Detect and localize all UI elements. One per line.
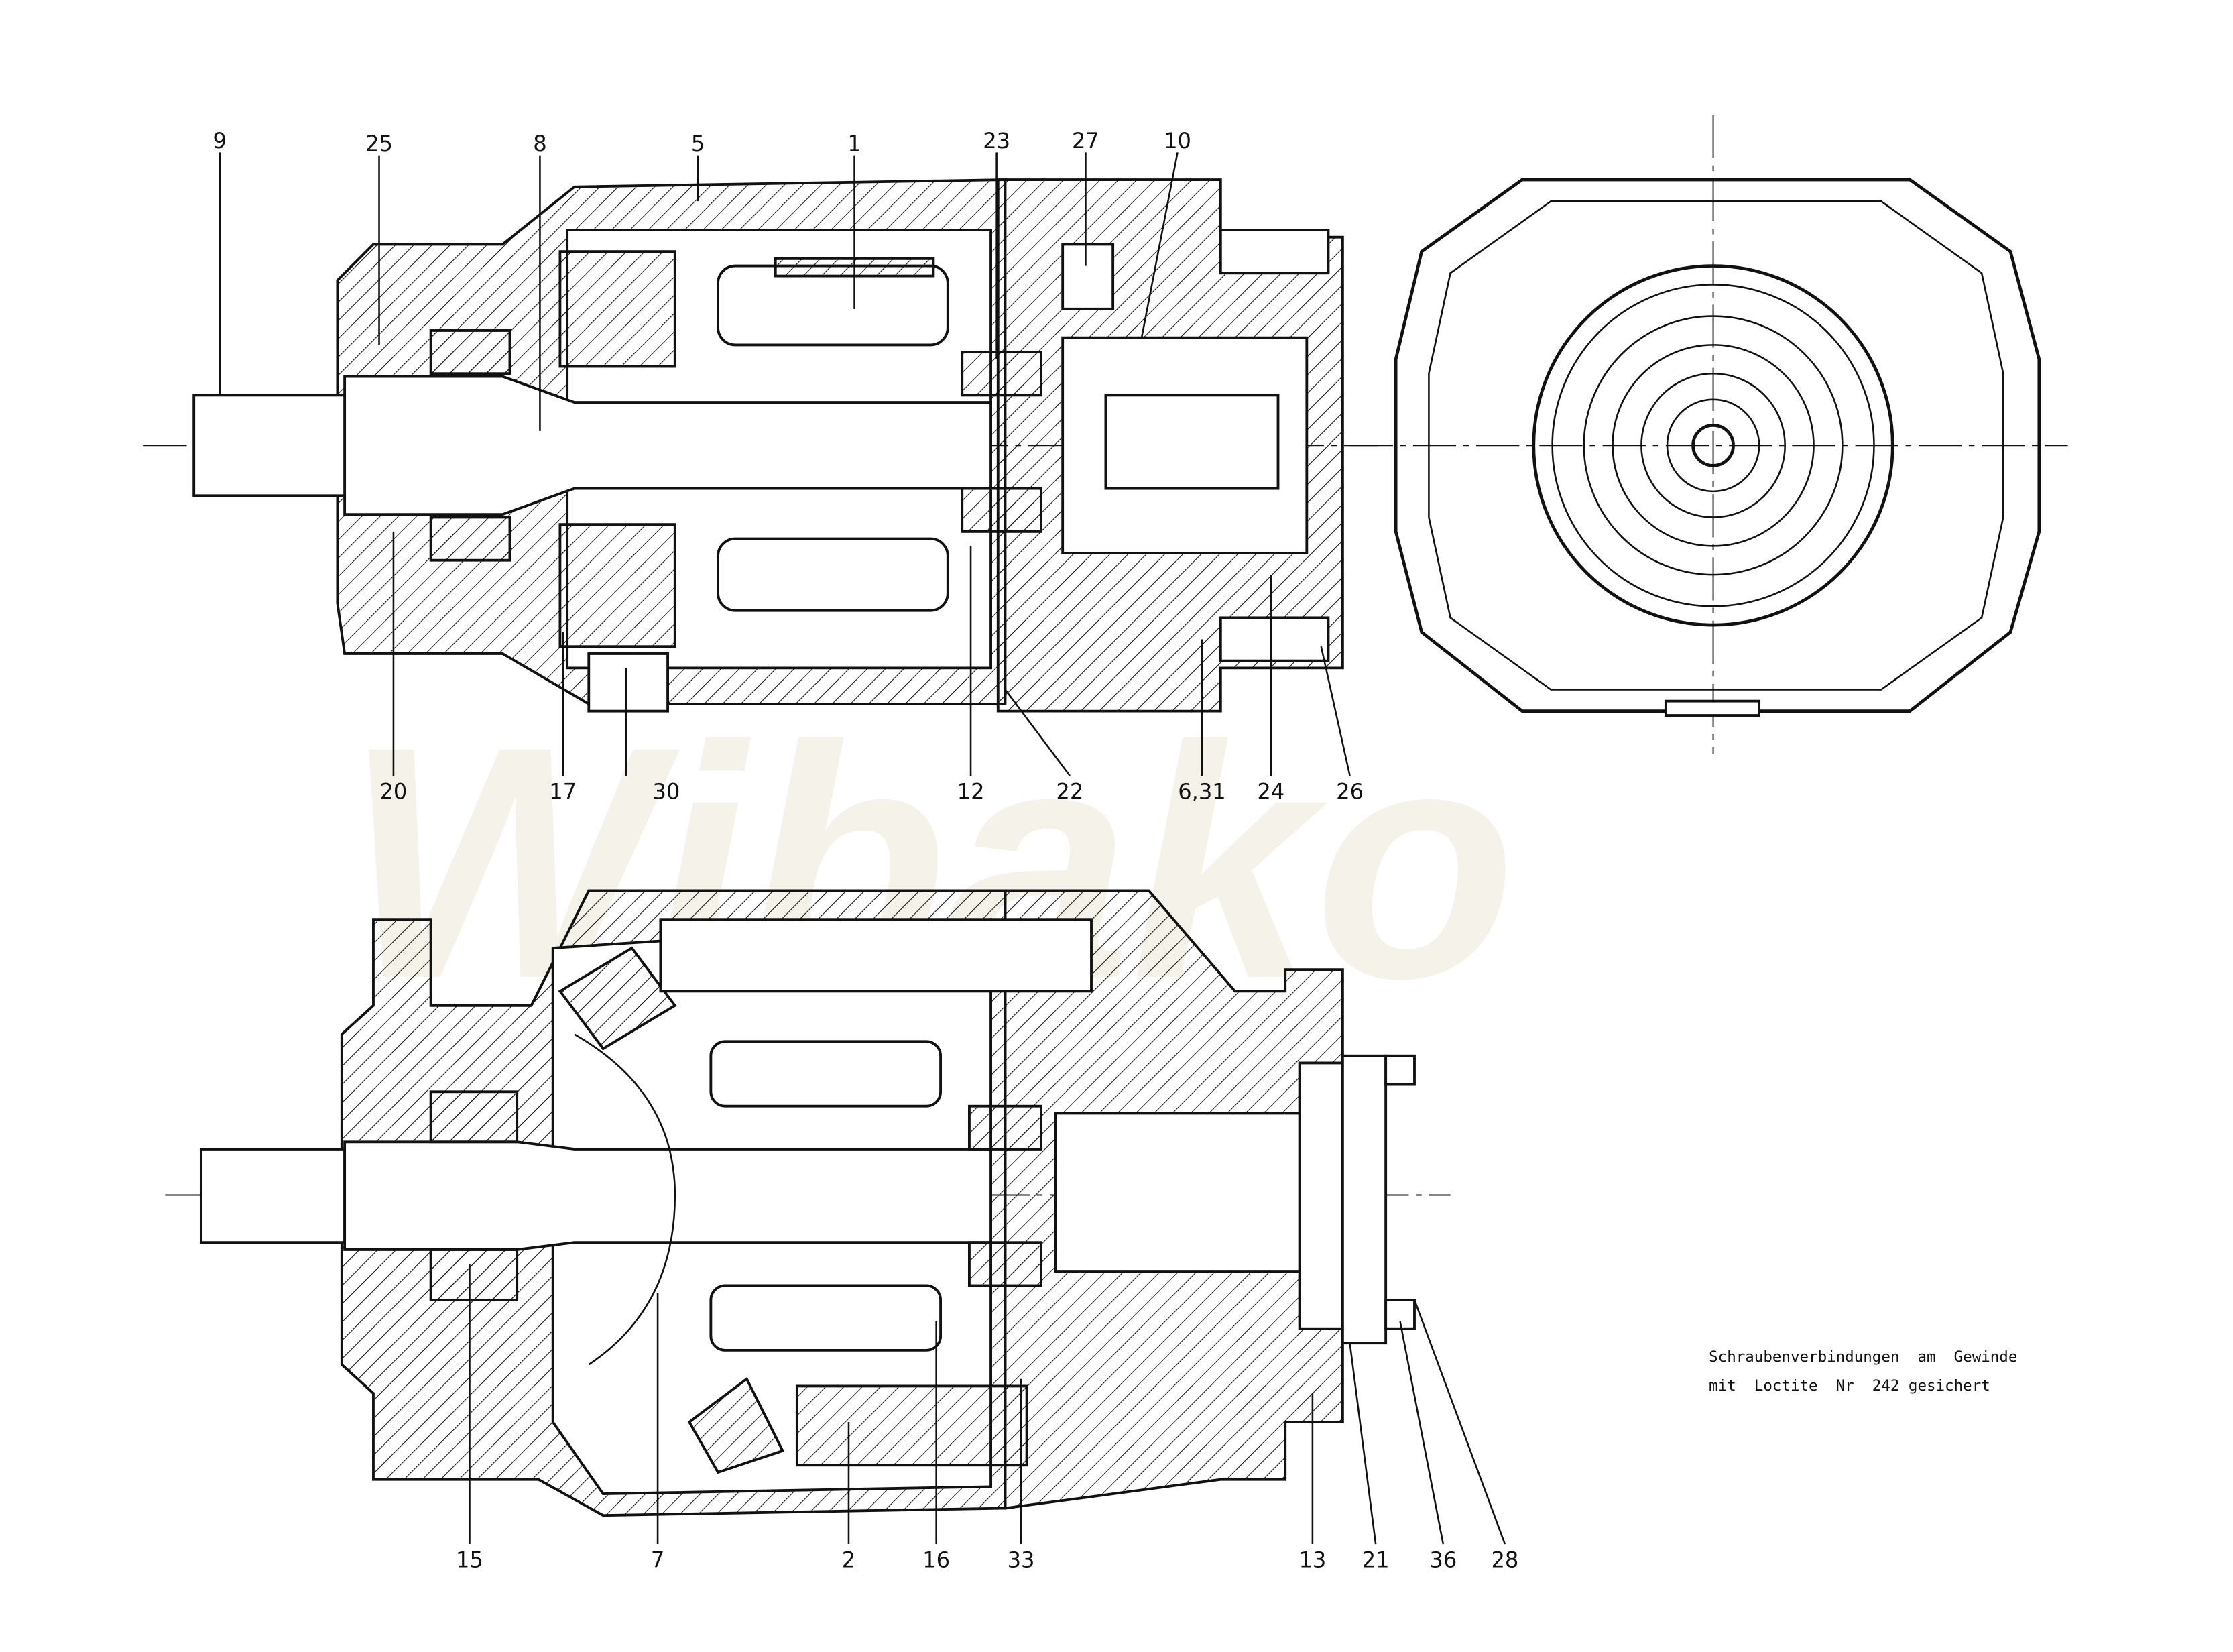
top-labels: 9 25 8 5 1 23 27 10 bbox=[213, 128, 1191, 156]
part-label: 15 bbox=[456, 1547, 483, 1572]
part-label: 1 bbox=[847, 131, 861, 156]
lower-section-view bbox=[165, 889, 1451, 1517]
lower-labels: 15 7 2 16 33 13 21 36 28 bbox=[456, 1547, 1518, 1572]
top-section-view bbox=[143, 178, 1379, 713]
part-label: 13 bbox=[1299, 1547, 1326, 1572]
part-label: 33 bbox=[1008, 1547, 1035, 1572]
note-line-1: Schraubenverbindungen am Gewinde bbox=[1709, 1348, 2017, 1366]
part-label: 21 bbox=[1362, 1547, 1390, 1572]
part-label: 27 bbox=[1072, 128, 1099, 154]
part-label: 23 bbox=[983, 128, 1010, 154]
part-label: 16 bbox=[922, 1547, 950, 1572]
part-label: 30 bbox=[652, 778, 680, 804]
bottom-labels: 20 17 30 12 22 6,31 24 26 bbox=[379, 778, 1364, 804]
part-label: 24 bbox=[1257, 778, 1284, 804]
part-label: 9 bbox=[213, 128, 227, 154]
part-label: 6,31 bbox=[1178, 778, 1226, 804]
part-label: 2 bbox=[842, 1547, 855, 1572]
part-label: 8 bbox=[533, 131, 546, 156]
part-label: 5 bbox=[691, 131, 705, 156]
leader-lines bbox=[219, 152, 1506, 1545]
part-label: 12 bbox=[957, 778, 985, 804]
part-label: 25 bbox=[365, 131, 393, 156]
part-label: 17 bbox=[549, 778, 577, 804]
assembly-note: Schraubenverbindungen am Gewinde mit Loc… bbox=[1709, 1348, 2017, 1395]
part-label: 36 bbox=[1429, 1547, 1457, 1572]
note-line-2: mit Loctite Nr 242 gesichert bbox=[1709, 1377, 1990, 1395]
part-label: 26 bbox=[1336, 778, 1364, 804]
end-view bbox=[1349, 115, 2068, 754]
part-label: 28 bbox=[1491, 1547, 1518, 1572]
part-label: 10 bbox=[1164, 128, 1191, 154]
part-label: 22 bbox=[1056, 778, 1083, 804]
part-label: 20 bbox=[379, 778, 407, 804]
part-label: 7 bbox=[651, 1547, 664, 1572]
